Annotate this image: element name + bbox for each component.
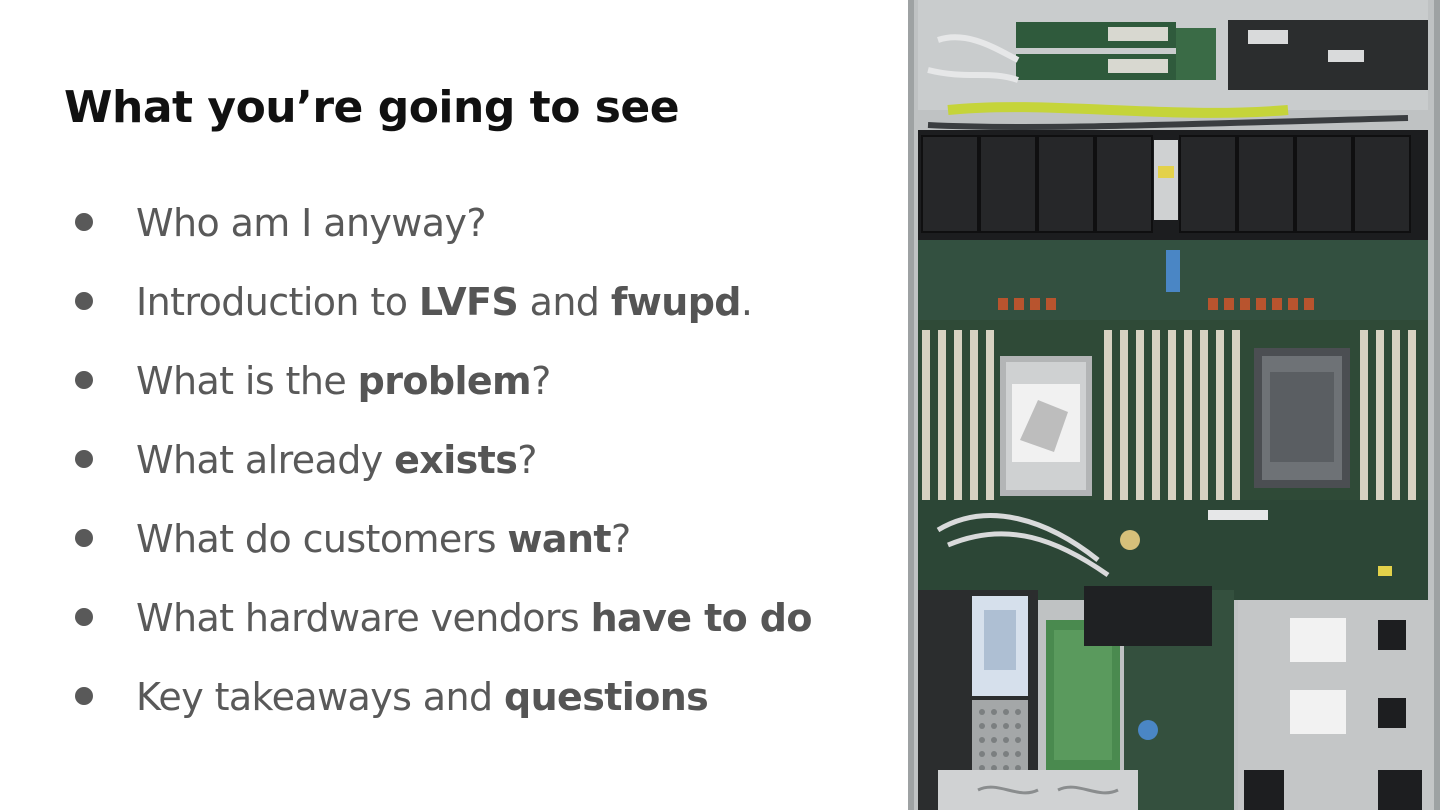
bullet-item: What do customers want? — [72, 512, 872, 591]
bullet-segment-bold: have to do — [590, 596, 813, 640]
bullet-item: Introduction to LVFS and fwupd. — [72, 275, 872, 354]
bullet-text: Key takeaways and questions — [136, 670, 709, 724]
bullet-dot-icon — [72, 526, 96, 550]
bullet-dot-icon — [72, 289, 96, 313]
bullet-text: Who am I anyway? — [136, 196, 487, 250]
bullet-segment-bold: questions — [503, 675, 709, 719]
bullet-text: What already exists? — [136, 433, 537, 487]
bullet-dot-icon — [72, 605, 96, 629]
bullet-segment: What do customers — [136, 517, 508, 561]
bullet-segment: ? — [531, 359, 551, 403]
bullet-segment: What hardware vendors — [136, 596, 591, 640]
bullet-segment: Key takeaways and — [136, 675, 504, 719]
bullet-dot-icon — [72, 447, 96, 471]
bullet-item: What hardware vendors have to do — [72, 591, 872, 670]
bullet-item: What is the problem? — [72, 354, 872, 433]
bullet-segment: What is the — [136, 359, 358, 403]
slide-title: What you’re going to see — [64, 82, 680, 133]
bullet-segment: ? — [610, 517, 631, 561]
bullet-segment-bold: exists — [394, 438, 518, 482]
bullet-segment-bold: fwupd — [610, 280, 742, 324]
bullet-text: What hardware vendors have to do — [136, 591, 812, 645]
bullet-dot-icon — [72, 210, 96, 234]
bullet-item: Key takeaways and questions — [72, 670, 872, 749]
bullet-list: Who am I anyway? Introduction to LVFS an… — [72, 196, 872, 749]
bullet-segment: . — [740, 280, 753, 324]
bullet-segment: What already — [136, 438, 395, 482]
bullet-segment-bold: want — [507, 517, 611, 561]
bullet-segment-bold: LVFS — [418, 280, 519, 324]
bullet-segment-bold: problem — [357, 359, 532, 403]
bullet-segment: ? — [517, 438, 537, 482]
bullet-dot-icon — [72, 684, 96, 708]
bullet-text: Introduction to LVFS and fwupd. — [136, 275, 753, 329]
bullet-text: What is the problem? — [136, 354, 551, 408]
bullet-segment: Who am I anyway? — [136, 201, 487, 245]
bullet-segment: Introduction to — [136, 280, 419, 324]
bullet-item: Who am I anyway? — [72, 196, 872, 275]
bullet-dot-icon — [72, 368, 96, 392]
server-motherboard-photo — [908, 0, 1440, 810]
server-motherboard-illustration — [908, 0, 1440, 810]
bullet-segment: and — [518, 280, 611, 324]
bullet-item: What already exists? — [72, 433, 872, 512]
bullet-text: What do customers want? — [136, 512, 631, 566]
